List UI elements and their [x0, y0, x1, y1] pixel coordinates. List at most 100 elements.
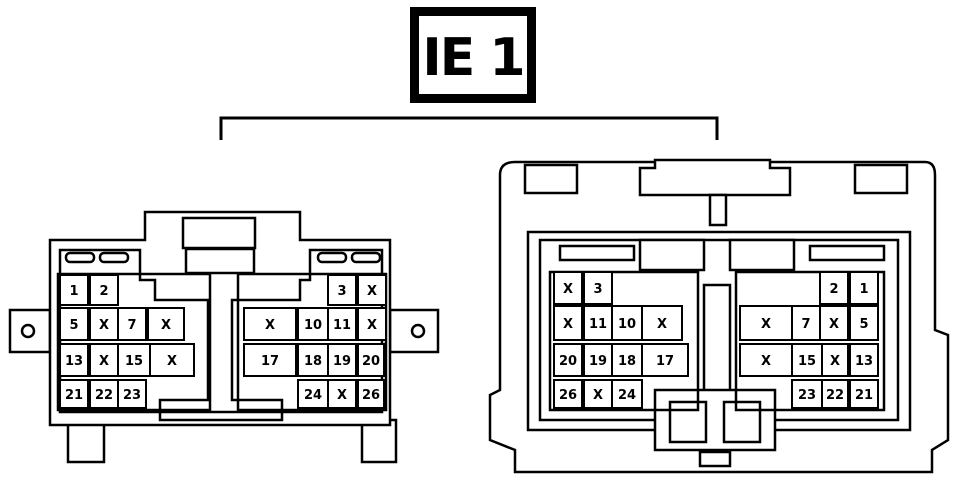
latch	[181, 216, 257, 250]
key-tab	[698, 450, 732, 468]
male-left-cavity	[56, 272, 212, 412]
pin-label: X	[761, 317, 771, 332]
pin-cell: 1	[59, 274, 89, 306]
pin-cell: 5	[59, 307, 89, 341]
pin-label: 24	[618, 388, 636, 403]
pin-cell: 24	[297, 379, 329, 409]
pin-cell: 18	[297, 343, 329, 377]
pin-label: 2	[99, 284, 108, 299]
pin-label: X	[265, 318, 275, 333]
pin-label: 19	[333, 354, 351, 369]
pin-label: 17	[656, 354, 674, 369]
pin-label: 22	[826, 388, 844, 403]
slot	[98, 251, 130, 264]
pin-cell: 11	[327, 307, 357, 341]
pin-label: 20	[559, 354, 577, 369]
pin-cavity	[59, 274, 89, 306]
male-right-cavity	[236, 272, 388, 412]
pin-cell: X	[89, 307, 119, 341]
pin-cell: 26	[553, 379, 583, 409]
pin-label: 10	[304, 318, 322, 333]
pin-cell: 21	[59, 379, 89, 409]
male-inner-shell	[58, 248, 384, 422]
pin-label: 7	[127, 318, 136, 333]
pin-cell: 3	[583, 271, 613, 305]
pin-label: X	[563, 282, 573, 297]
pin-label: 3	[337, 284, 346, 299]
pin-cavity	[849, 271, 879, 305]
pin-cavity	[849, 305, 879, 341]
pin-cell: X	[739, 343, 793, 377]
pin-cavity	[59, 343, 89, 377]
pin-label: X	[99, 318, 109, 333]
pin-label: 24	[304, 388, 322, 403]
pin-cell: 10	[297, 307, 329, 341]
pin-cavity	[327, 379, 357, 409]
pin-cavity	[641, 305, 683, 341]
pin-label: X	[337, 388, 347, 403]
slot	[64, 251, 96, 264]
pin-label: 11	[589, 317, 607, 332]
pin-label: 23	[123, 388, 141, 403]
pin-cell: X	[641, 305, 683, 341]
slot	[558, 244, 636, 262]
left-mount-ear	[8, 308, 52, 354]
pin-cell: 13	[849, 343, 879, 377]
pin-cavity	[583, 271, 613, 305]
pin-label: 15	[125, 354, 143, 369]
pin-cavity	[297, 343, 329, 377]
pin-cavity	[357, 274, 387, 306]
pin-cell: 22	[89, 379, 119, 409]
bracket-line	[219, 116, 719, 140]
pin-label: X	[563, 317, 573, 332]
slot	[316, 251, 348, 264]
pin-cell: 19	[583, 343, 613, 377]
slot	[728, 238, 796, 272]
pin-cavity	[89, 274, 119, 306]
pin-cell: X	[357, 307, 387, 341]
female-right-cavity	[734, 270, 886, 412]
pin-cell: 18	[611, 343, 643, 377]
slot	[350, 251, 382, 264]
pin-label: 3	[593, 282, 602, 297]
pin-label: 22	[95, 388, 113, 403]
pin-label: X	[99, 354, 109, 369]
pin-cell: 22	[821, 379, 849, 409]
pin-cell: 17	[243, 343, 297, 377]
pin-label: 1	[69, 284, 78, 299]
pin-label: X	[167, 354, 177, 369]
pin-cavity	[357, 307, 387, 341]
pin-label: X	[657, 317, 667, 332]
pin-label: 21	[65, 388, 83, 403]
right-foot	[360, 418, 398, 464]
pin-label: 1	[859, 282, 868, 297]
pin-cavity	[59, 379, 89, 409]
pin-cell: X	[149, 343, 195, 377]
pin-cavity	[149, 343, 195, 377]
pin-label: 11	[333, 318, 351, 333]
pin-cell: 11	[583, 305, 613, 341]
pin-cavity	[117, 307, 147, 341]
pin-cavity	[357, 379, 385, 409]
pin-cavity	[553, 305, 583, 341]
pin-cell: 13	[59, 343, 89, 377]
pin-label: X	[367, 284, 377, 299]
pin-cell: 2	[89, 274, 119, 306]
mount-hole-icon	[20, 323, 36, 339]
pin-cell: 20	[553, 343, 583, 377]
pin-cell: 5	[849, 305, 879, 341]
slot	[808, 244, 886, 262]
pin-label: 20	[362, 354, 380, 369]
pin-cell: X	[821, 343, 849, 377]
pin-cell: X	[357, 274, 387, 306]
pin-cavity	[849, 379, 879, 409]
pin-cavity	[821, 343, 849, 377]
lock-tab	[638, 158, 792, 197]
pin-cavity	[553, 271, 583, 305]
pin-cavity	[243, 307, 297, 341]
pin-cavity	[327, 274, 357, 306]
pin-cavity	[819, 305, 849, 341]
pin-cavity	[739, 305, 793, 341]
pin-cell: 10	[611, 305, 643, 341]
